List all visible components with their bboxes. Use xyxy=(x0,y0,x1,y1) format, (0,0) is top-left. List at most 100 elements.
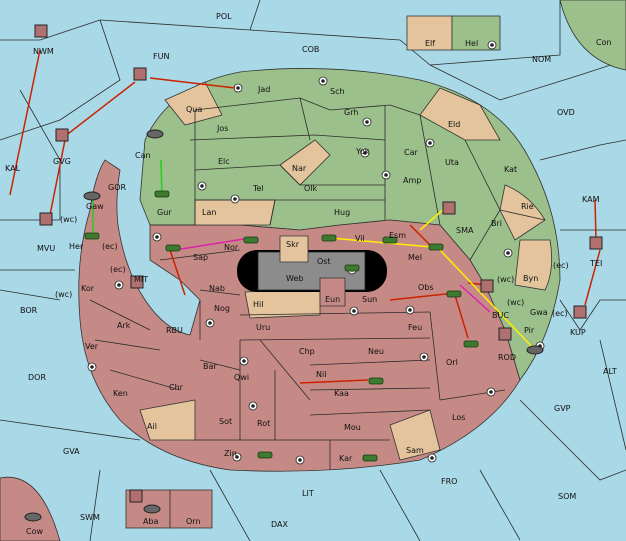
province-skr[interactable] xyxy=(279,235,309,263)
svg-text:Elc: Elc xyxy=(218,157,230,166)
svg-text:Nil: Nil xyxy=(316,370,326,379)
region-north xyxy=(139,68,561,381)
svg-text:Mel: Mel xyxy=(408,253,422,262)
label-dor: DOR xyxy=(28,373,46,382)
svg-text:Elf: Elf xyxy=(425,39,435,48)
province-sam[interactable] xyxy=(389,409,441,461)
svg-text:Ark: Ark xyxy=(117,321,131,330)
svg-text:Neu: Neu xyxy=(368,347,384,356)
fleet-units xyxy=(24,24,603,522)
label-cob: COB xyxy=(302,45,319,54)
svg-text:Gaw: Gaw xyxy=(86,202,104,211)
support-yellow xyxy=(329,207,536,351)
svg-text:Orn: Orn xyxy=(186,517,201,526)
svg-text:Pir: Pir xyxy=(524,326,535,335)
svg-text:(ec): (ec) xyxy=(110,265,126,274)
svg-text:Eun: Eun xyxy=(325,295,340,304)
svg-text:(ec): (ec) xyxy=(552,309,568,318)
svg-text:Ost: Ost xyxy=(317,257,331,266)
label-dax: DAX xyxy=(271,520,288,529)
svg-text:Jad: Jad xyxy=(257,85,270,94)
svg-text:Chp: Chp xyxy=(299,347,315,356)
svg-text:Yok: Yok xyxy=(355,147,370,156)
svg-text:Nar: Nar xyxy=(292,164,307,173)
svg-text:Sap: Sap xyxy=(193,253,208,262)
label-fun: FUN xyxy=(153,52,169,61)
svg-text:Nor: Nor xyxy=(224,243,239,252)
svg-text:(wc): (wc) xyxy=(55,290,72,299)
svg-text:Grh: Grh xyxy=(344,108,358,117)
svg-text:Esm: Esm xyxy=(389,231,406,240)
svg-text:Her: Her xyxy=(69,242,84,251)
label-fro: FRO xyxy=(441,477,457,486)
svg-text:Car: Car xyxy=(404,148,418,157)
label-kam: KAM xyxy=(582,195,600,204)
label-pol: POL xyxy=(216,12,232,21)
army-units xyxy=(84,190,479,462)
svg-text:Rot: Rot xyxy=(257,419,270,428)
svg-text:(ec): (ec) xyxy=(553,261,569,270)
svg-text:Zin: Zin xyxy=(224,449,237,458)
svg-text:Kar: Kar xyxy=(339,454,353,463)
svg-text:Kat: Kat xyxy=(504,165,517,174)
svg-text:Sch: Sch xyxy=(330,87,345,96)
move-orders xyxy=(9,49,601,384)
support-magenta xyxy=(174,237,251,251)
svg-text:Los: Los xyxy=(452,413,465,422)
svg-text:Qua: Qua xyxy=(186,105,202,114)
label-kup: KUP xyxy=(570,328,586,337)
svg-text:(ec): (ec) xyxy=(102,242,118,251)
svg-text:Orl: Orl xyxy=(446,358,458,367)
svg-text:(wc): (wc) xyxy=(60,215,77,224)
label-ovd: OVD xyxy=(557,108,575,117)
province-rie[interactable] xyxy=(499,184,546,241)
svg-text:Olk: Olk xyxy=(304,184,318,193)
svg-text:Uta: Uta xyxy=(445,158,459,167)
label-gva: GVA xyxy=(63,447,80,456)
svg-text:Sam: Sam xyxy=(406,446,424,455)
svg-text:Kaa: Kaa xyxy=(334,389,349,398)
svg-text:Amp: Amp xyxy=(403,176,421,185)
svg-text:Aba: Aba xyxy=(143,517,159,526)
province-orn[interactable] xyxy=(169,489,213,529)
province-qua[interactable] xyxy=(164,81,223,126)
svg-text:Obs: Obs xyxy=(418,283,434,292)
label-sma: SMA xyxy=(456,226,474,235)
svg-text:Mou: Mou xyxy=(344,423,361,432)
svg-text:Nab: Nab xyxy=(209,284,225,293)
svg-text:Sot: Sot xyxy=(219,417,232,426)
svg-text:Feu: Feu xyxy=(408,323,422,332)
svg-text:Ken: Ken xyxy=(113,389,128,398)
label-alt: ALT xyxy=(603,367,617,376)
svg-text:Chr: Chr xyxy=(169,383,184,392)
label-rod: ROD xyxy=(498,353,516,362)
svg-text:Uru: Uru xyxy=(256,323,270,332)
label-rbu: RBU xyxy=(166,326,183,335)
svg-text:Ail: Ail xyxy=(147,422,157,431)
svg-text:Jos: Jos xyxy=(216,124,228,133)
label-swm: SWM xyxy=(80,513,100,522)
label-lit: LIT xyxy=(302,489,314,498)
label-gor: GOR xyxy=(108,183,126,192)
label-kal: KAL xyxy=(5,164,21,173)
svg-text:Gwa: Gwa xyxy=(530,308,548,317)
province-eun[interactable] xyxy=(319,277,346,307)
label-nom: NOM xyxy=(532,55,551,64)
svg-text:Bar: Bar xyxy=(203,362,217,371)
province-borders xyxy=(89,97,546,470)
svg-text:Qwi: Qwi xyxy=(234,373,249,382)
label-bor: BOR xyxy=(20,306,38,315)
svg-text:(wc): (wc) xyxy=(497,275,514,284)
svg-text:Byn: Byn xyxy=(523,274,538,283)
svg-text:(wc): (wc) xyxy=(507,298,524,307)
svg-text:Tel: Tel xyxy=(252,184,264,193)
coast-labels: (wc) (wc) (wc) (wc) (ec) (ec) (ec) (ec) xyxy=(55,215,569,318)
label-mvu: MVU xyxy=(37,244,55,253)
province-byn[interactable] xyxy=(514,239,553,291)
svg-text:Vil: Vil xyxy=(355,234,365,243)
label-cow: Cow xyxy=(26,527,43,536)
svg-text:Nog: Nog xyxy=(214,304,230,313)
province-eld[interactable] xyxy=(419,87,501,141)
